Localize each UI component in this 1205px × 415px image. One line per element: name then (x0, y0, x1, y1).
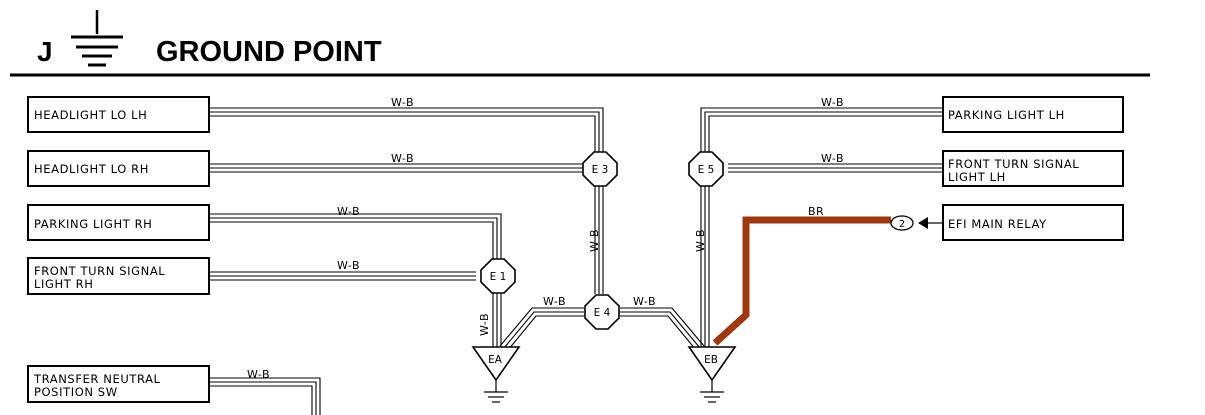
wire-e5-eb (700, 186, 710, 348)
wire-label: W-B (337, 205, 360, 218)
wire-label: W-B (391, 152, 414, 165)
label-transfer-line2: POSITION SW (34, 385, 118, 399)
efi-connector-pin: 2 (890, 215, 943, 231)
wire-label: W-B (588, 229, 601, 252)
wire-headlight-lo-lh (209, 107, 604, 152)
wire-label: W-B (337, 259, 360, 272)
node-e1 (480, 258, 516, 294)
wire-e1-ea (492, 292, 502, 350)
wire-e4-eb (620, 307, 705, 351)
wire-parking-light-rh (209, 213, 502, 262)
label-parking-light-lh: PARKING LIGHT LH (948, 108, 1065, 122)
label-headlight-lo-lh: HEADLIGHT LO LH (34, 108, 147, 122)
label-efi-main-relay: EFI MAIN RELAY (948, 217, 1047, 231)
junction-nodes (480, 151, 724, 330)
section-letter: J (37, 36, 53, 67)
pin-number: 2 (899, 219, 905, 230)
wire-label: W-B (543, 295, 566, 308)
ground-icon (484, 380, 508, 403)
box-parking-light-lh (942, 96, 1124, 133)
label-parking-light-rh: PARKING LIGHT RH (34, 217, 152, 231)
wire-labels: W-B W-B W-B W-B W-B W-B W-B W-B W-B BR W… (247, 96, 844, 381)
node-e4 (584, 294, 620, 330)
box-headlight-lo-lh (27, 96, 210, 133)
wire-label: W-B (821, 152, 844, 165)
ground-ea: EA (471, 346, 521, 403)
wire-transfer-neutral (209, 377, 321, 415)
wire-front-turn-rh (209, 271, 476, 281)
ground-symbol-icon (71, 10, 123, 67)
box-headlight-lo-rh (27, 150, 210, 187)
node-e3 (582, 151, 618, 187)
label-headlight-lo-rh: HEADLIGHT LO RH (34, 162, 149, 176)
label-transfer-line1: TRANSFER NEUTRAL (33, 372, 161, 386)
wire-label: W-B (821, 96, 844, 109)
wire-br-efi-main-relay (712, 216, 891, 346)
node-labels: E 3 E 5 E 1 E 4 (490, 164, 715, 319)
wire-label: W-B (633, 295, 656, 308)
wires (209, 107, 943, 415)
node-label-e5: E 5 (698, 164, 715, 176)
wire-e3-e4 (594, 186, 604, 294)
node-label-ea: EA (488, 354, 503, 366)
label-front-turn-lh-line2: LIGHT LH (948, 170, 1006, 184)
node-label-eb: EB (704, 354, 718, 366)
wire-label: W-B (478, 313, 491, 336)
ground-icon (700, 380, 724, 403)
wire-label: W-B (391, 96, 414, 109)
page-title: GROUND POINT (156, 36, 382, 68)
wire-label: W-B (247, 368, 270, 381)
ground-eb: EB (687, 346, 737, 403)
wire-front-turn-lh (728, 163, 943, 173)
box-transfer-neutral (27, 365, 210, 403)
wire-label: BR (808, 205, 824, 218)
component-boxes (27, 96, 1124, 403)
wire-headlight-lo-rh (209, 163, 585, 173)
box-front-turn-rh (27, 257, 210, 295)
box-parking-light-rh (27, 204, 210, 241)
wire-parking-light-lh (700, 107, 943, 152)
component-labels: HEADLIGHT LO LH HEADLIGHT LO RH PARKING … (33, 108, 1079, 399)
label-front-turn-rh-line2: LIGHT RH (34, 277, 93, 291)
box-efi-main-relay (942, 204, 1124, 241)
wire-e4-ea (499, 307, 584, 351)
wire-label: W-B (694, 229, 707, 252)
node-e5 (688, 151, 724, 187)
label-front-turn-rh-line1: FRONT TURN SIGNAL (34, 264, 165, 278)
label-front-turn-lh-line1: FRONT TURN SIGNAL (948, 157, 1079, 171)
box-front-turn-lh (942, 150, 1124, 187)
node-label-e1: E 1 (490, 271, 507, 283)
node-label-e4: E 4 (594, 307, 611, 319)
node-label-e3: E 3 (592, 164, 609, 176)
